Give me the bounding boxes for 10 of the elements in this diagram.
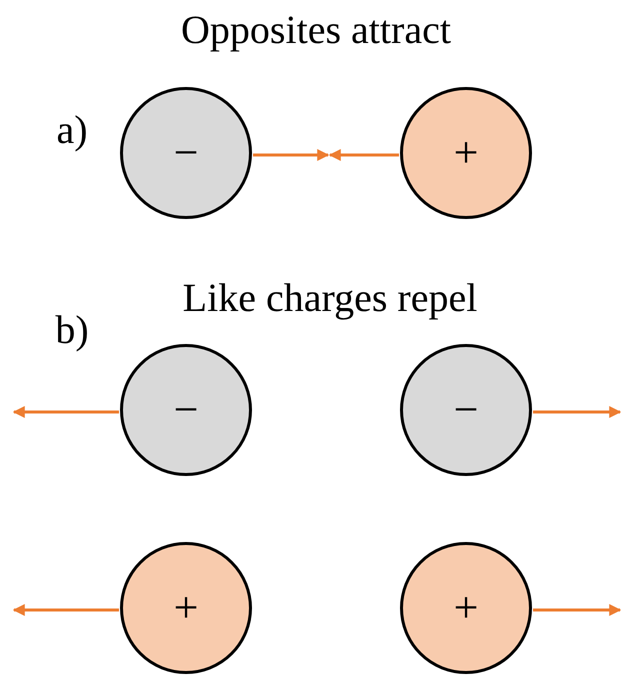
- panel-label: b): [55, 310, 89, 350]
- arrow: [533, 406, 622, 418]
- arrow: [253, 149, 330, 161]
- arrow: [12, 406, 119, 418]
- arrow: [12, 604, 119, 616]
- panel-label: a): [56, 110, 88, 150]
- arrow: [533, 604, 622, 616]
- heading: Opposites attract: [181, 10, 451, 50]
- arrow: [328, 149, 399, 161]
- heading: Like charges repel: [182, 278, 478, 318]
